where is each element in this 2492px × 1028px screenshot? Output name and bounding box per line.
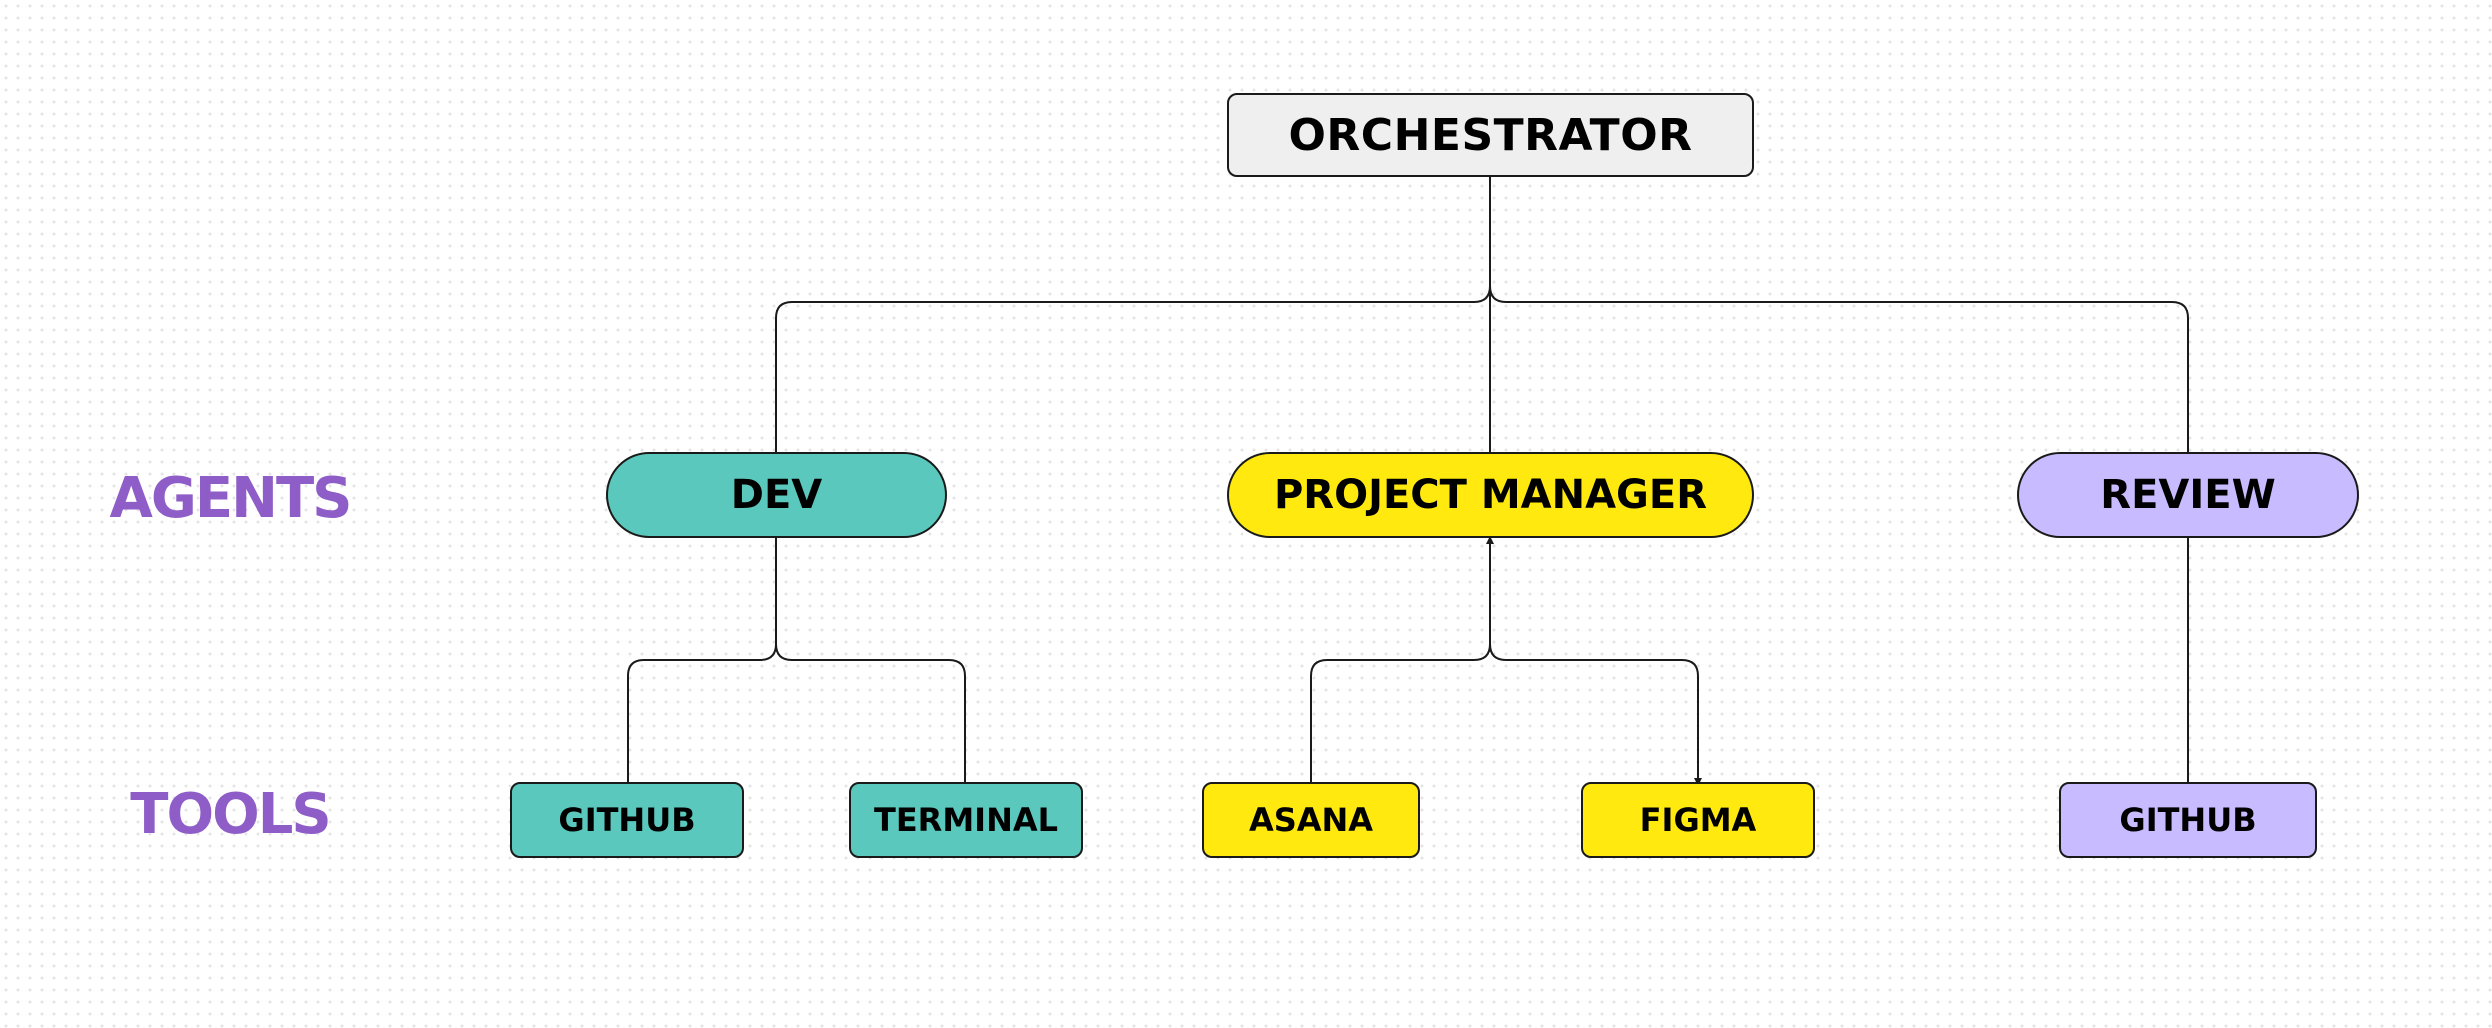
- node-agent-review[interactable]: REVIEW: [2017, 452, 2359, 538]
- node-tool-github-review[interactable]: GITHUB: [2059, 782, 2317, 858]
- node-tool-github-dev[interactable]: GITHUB: [510, 782, 744, 858]
- connector-orchestrator-to-dev: [775, 176, 1491, 452]
- connector-orchestrator-to-review: [1489, 176, 2189, 452]
- connector-asana-to-project-manager: [1310, 536, 1494, 782]
- node-tool-terminal[interactable]: TERMINAL: [849, 782, 1083, 858]
- connector-project-manager-to-figma: [1489, 540, 1702, 786]
- node-orchestrator[interactable]: ORCHESTRATOR: [1227, 93, 1754, 177]
- node-tool-asana[interactable]: ASANA: [1202, 782, 1420, 858]
- node-agent-project-manager[interactable]: PROJECT MANAGER: [1227, 452, 1754, 538]
- node-tool-figma[interactable]: FIGMA: [1581, 782, 1815, 858]
- node-agent-dev[interactable]: DEV: [606, 452, 947, 538]
- connector-dev-to-terminal: [775, 538, 966, 782]
- row-label-agents: AGENTS: [109, 466, 353, 531]
- row-label-tools: TOOLS: [130, 782, 331, 847]
- connector-dev-to-github: [627, 538, 777, 782]
